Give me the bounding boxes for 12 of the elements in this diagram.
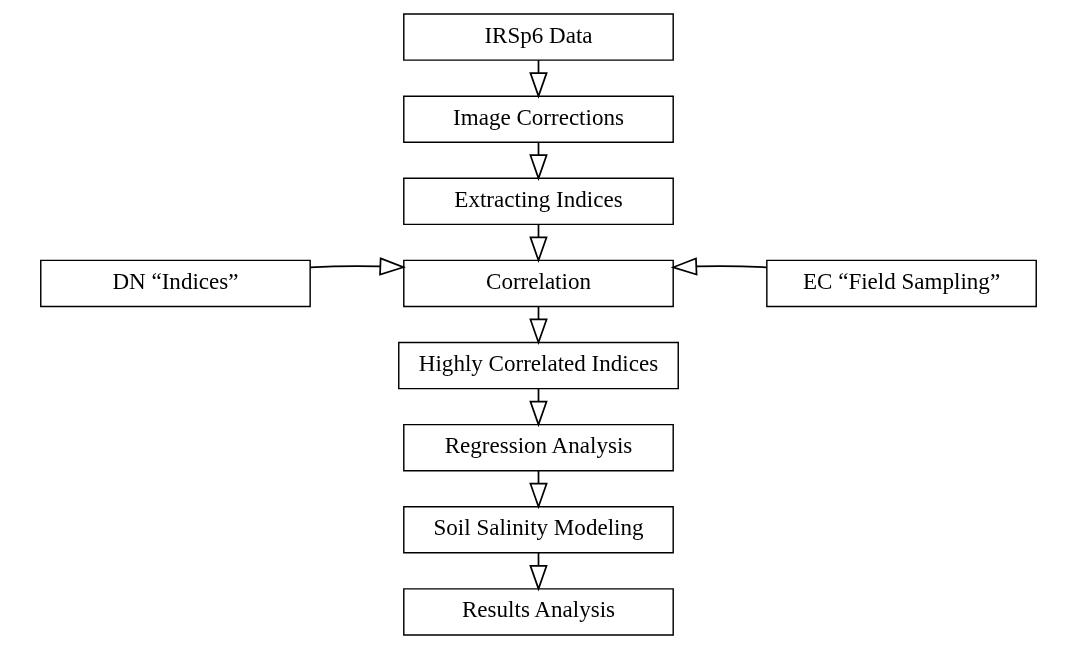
arrow [670,257,767,276]
node-box: Image Corrections [402,95,674,143]
node-box: Regression Analysis [402,423,674,472]
node-box: Extracting Indices [402,177,674,226]
node-box: Highly Correlated Indices [397,341,679,390]
node-box: Correlation [402,259,674,308]
arrow [308,257,406,276]
node-box: IRSp6 Data [402,13,674,61]
node-box: Results Analysis [402,588,674,636]
node-box: DN “Indices” [39,259,311,308]
node-box: Soil Salinity Modeling [402,506,674,554]
node-box: EC “Field Sampling” [765,259,1037,308]
